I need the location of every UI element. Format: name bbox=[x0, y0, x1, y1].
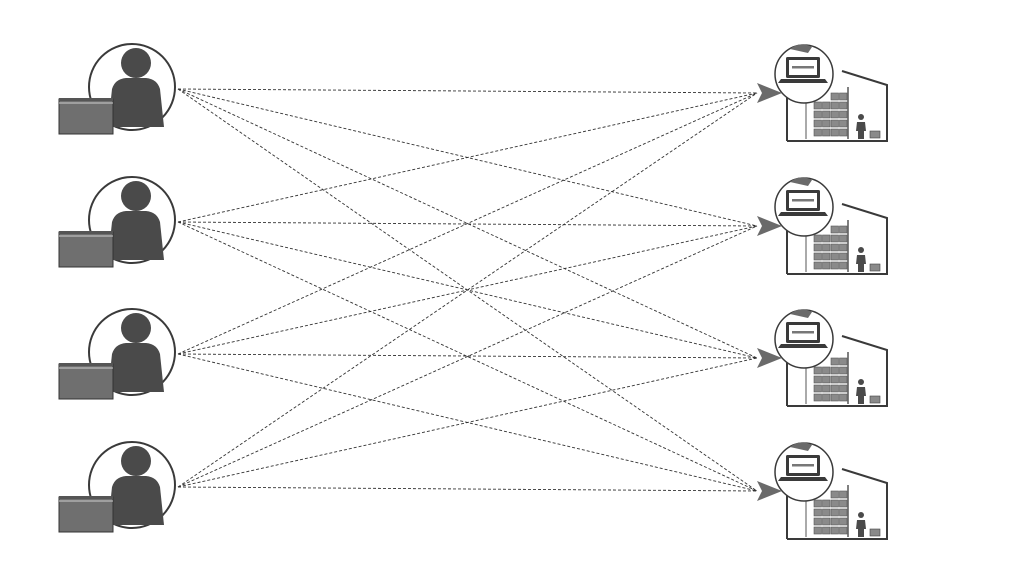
connection-lines bbox=[177, 88, 758, 492]
worker-body-icon bbox=[856, 122, 866, 139]
person-head-icon bbox=[121, 446, 151, 476]
person-body-icon bbox=[108, 476, 164, 525]
desk-top bbox=[59, 496, 113, 499]
warehouse-node-4 bbox=[757, 442, 888, 540]
desk-top bbox=[59, 231, 113, 234]
warehouse-node-1 bbox=[757, 44, 888, 142]
person-head-icon bbox=[121, 181, 151, 211]
connection-line-2-to-1 bbox=[177, 92, 758, 223]
worker-head-icon bbox=[858, 247, 864, 253]
worker-body-icon bbox=[856, 387, 866, 404]
connection-line-1-to-1 bbox=[177, 88, 758, 94]
desk-icon bbox=[58, 98, 114, 135]
incoming-arrowhead-icon bbox=[757, 216, 782, 236]
screen-logo-mark bbox=[792, 199, 814, 202]
desk-icon bbox=[58, 496, 114, 533]
connection-line-3-to-1 bbox=[177, 92, 758, 355]
cart-icon bbox=[869, 263, 881, 272]
screen-logo-mark bbox=[792, 66, 814, 69]
client-node-1 bbox=[58, 43, 176, 135]
client-node-4 bbox=[58, 441, 176, 533]
cart-icon bbox=[869, 130, 881, 139]
laptop-base bbox=[778, 79, 828, 83]
worker-body-icon bbox=[856, 520, 866, 537]
warehouse-nodes bbox=[757, 44, 888, 540]
person-body-icon bbox=[108, 343, 164, 392]
person-body-icon bbox=[108, 211, 164, 260]
incoming-arrowhead-icon bbox=[757, 481, 782, 501]
connection-line-1-to-3 bbox=[177, 88, 758, 359]
person-body-icon bbox=[108, 78, 164, 127]
laptop-base bbox=[778, 344, 828, 348]
sync-arrow-icon bbox=[790, 309, 812, 318]
connection-line-3-to-3 bbox=[177, 353, 758, 359]
person-head-icon bbox=[121, 313, 151, 343]
warehouse-node-2 bbox=[757, 177, 888, 275]
laptop-base bbox=[778, 212, 828, 216]
client-node-3 bbox=[58, 308, 176, 400]
desk-icon bbox=[58, 231, 114, 268]
screen-logo-mark bbox=[792, 331, 814, 334]
desk-top bbox=[59, 98, 113, 101]
warehouse-node-3 bbox=[757, 309, 888, 407]
worker-head-icon bbox=[858, 512, 864, 518]
connection-line-2-to-2 bbox=[177, 221, 758, 227]
connection-line-4-to-4 bbox=[177, 486, 758, 492]
screen-logo-mark bbox=[792, 464, 814, 467]
connection-line-2-to-4 bbox=[177, 221, 758, 492]
connection-line-4-to-1 bbox=[177, 92, 758, 488]
laptop-base bbox=[778, 477, 828, 481]
desk-top bbox=[59, 363, 113, 366]
client-node-2 bbox=[58, 176, 176, 268]
sync-arrow-icon bbox=[790, 44, 812, 53]
sync-arrow-icon bbox=[790, 177, 812, 186]
desk-icon bbox=[58, 363, 114, 400]
shelf-rack-icon bbox=[805, 485, 849, 537]
client-nodes bbox=[58, 43, 176, 533]
sync-arrow-icon bbox=[790, 442, 812, 451]
connection-line-4-to-2 bbox=[177, 225, 758, 488]
worker-body-icon bbox=[856, 255, 866, 272]
cart-icon bbox=[869, 395, 881, 404]
incoming-arrowhead-icon bbox=[757, 348, 782, 368]
connection-line-4-to-3 bbox=[177, 357, 758, 488]
shelf-rack-icon bbox=[805, 220, 849, 272]
shelf-rack-icon bbox=[805, 87, 849, 139]
incoming-arrowhead-icon bbox=[757, 83, 782, 103]
person-head-icon bbox=[121, 48, 151, 78]
worker-head-icon bbox=[858, 379, 864, 385]
worker-head-icon bbox=[858, 114, 864, 120]
shelf-rack-icon bbox=[805, 352, 849, 404]
cart-icon bbox=[869, 528, 881, 537]
